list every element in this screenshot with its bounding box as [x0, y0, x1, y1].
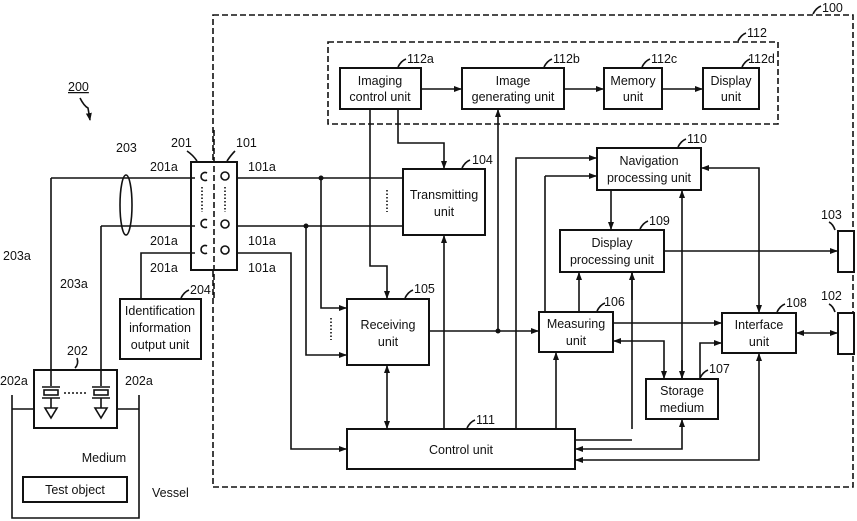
navigation-processing-unit-block: Navigation processing unit 110: [597, 132, 707, 190]
identification-output-block: Identification information output unit 2…: [120, 283, 211, 359]
memory-line1: Memory: [610, 74, 656, 88]
measuring-line1: Measuring: [547, 317, 605, 331]
ref-112c: 112c: [651, 52, 677, 66]
ref-202: 202: [67, 344, 88, 358]
medium-label: Medium: [82, 451, 126, 465]
navigation-line1: Navigation: [619, 154, 678, 168]
display-unit-block: Display unit 112d: [703, 52, 775, 109]
memory-unit-block: Memory unit 112c: [604, 52, 677, 109]
ref-102: 102: [821, 289, 842, 303]
image-generating-line1: Image: [496, 74, 531, 88]
ref-201: 201: [171, 136, 192, 150]
leader-202: [75, 358, 78, 368]
storage-line1: Storage: [660, 384, 704, 398]
receiving-line1: Receiving: [361, 318, 416, 332]
display-processing-line1: Display: [592, 236, 634, 250]
interface-unit-block: Interface unit 108: [722, 296, 807, 353]
ref-202a-left: 202a: [0, 374, 28, 388]
ref-202a-right: 202a: [125, 374, 153, 388]
display-processing-unit-block: Display processing unit 109: [560, 214, 670, 272]
control-line1: Control unit: [429, 443, 493, 457]
external-device-103: 103: [821, 208, 854, 272]
ref-101a-top: 101a: [248, 160, 276, 174]
transmitting-line2: unit: [434, 205, 455, 219]
measuring-line2: unit: [566, 334, 587, 348]
ref-112b: 112b: [553, 52, 580, 66]
ref-203a-left: 203a: [3, 249, 31, 263]
receiving-unit-block: Receiving unit 105: [347, 282, 435, 365]
interface-line2: unit: [749, 335, 770, 349]
storage-line2: medium: [660, 401, 704, 415]
identification-line2: information: [129, 321, 191, 335]
imaging-control-line1: Imaging: [358, 74, 403, 88]
memory-line2: unit: [623, 90, 644, 104]
ref-201a-top: 201a: [150, 160, 178, 174]
ref-112a: 112a: [407, 52, 434, 66]
ref-101a-mid: 101a: [248, 234, 276, 248]
image-generating-line2: generating unit: [472, 90, 555, 104]
ref-109: 109: [649, 214, 670, 228]
interface-line1: Interface: [735, 318, 784, 332]
ref-111: 111: [476, 413, 495, 427]
display-unit-line2: unit: [721, 90, 742, 104]
ref-201a-mid: 201a: [150, 234, 178, 248]
ref-203a-right: 203a: [60, 277, 88, 291]
storage-medium-block: Storage medium 107: [646, 362, 730, 419]
measuring-unit-block: Measuring unit 106: [539, 295, 625, 352]
ref-112: 112: [747, 26, 767, 40]
ref-101a-bottom: 101a: [248, 261, 276, 275]
ref-106: 106: [604, 295, 625, 309]
test-object-label: Test object: [45, 483, 105, 497]
ref-203: 203: [116, 141, 137, 155]
ref-110: 110: [687, 132, 707, 146]
identification-line1: Identification: [125, 304, 195, 318]
ref-100: 100: [822, 1, 843, 15]
ref-101: 101: [236, 136, 257, 150]
transmitting-unit-block: Transmitting unit 104: [403, 153, 493, 235]
imaging-control-line2: control unit: [349, 90, 411, 104]
ref-112d: 112d: [748, 52, 775, 66]
leader-100: [813, 6, 821, 14]
ref-204: 204: [190, 283, 211, 297]
ref-108: 108: [786, 296, 807, 310]
ref-201a-bottom: 201a: [150, 261, 178, 275]
receiving-line2: unit: [378, 335, 399, 349]
arrow-200: [80, 98, 90, 120]
navigation-line2: processing unit: [607, 171, 692, 185]
ref-200: 200: [68, 80, 89, 94]
display-processing-line2: processing unit: [570, 253, 655, 267]
probe-head-202: [34, 370, 117, 428]
ref-104: 104: [472, 153, 493, 167]
wire-204-connector: [141, 253, 195, 299]
identification-line3: output unit: [131, 338, 190, 352]
transmitting-line1: Transmitting: [410, 188, 478, 202]
leader-112: [738, 33, 746, 41]
ref-107: 107: [709, 362, 730, 376]
ref-105: 105: [414, 282, 435, 296]
external-device-102: 102: [821, 289, 854, 354]
control-unit-block: Control unit 111: [347, 413, 575, 469]
image-generating-unit-block: Image generating unit 112b: [462, 52, 580, 109]
display-unit-line1: Display: [711, 74, 753, 88]
imaging-control-unit-block: Imaging control unit 112a: [340, 52, 434, 109]
ref-103: 103: [821, 208, 842, 222]
signal-lines: [237, 109, 837, 460]
vessel-label: Vessel: [152, 486, 189, 500]
